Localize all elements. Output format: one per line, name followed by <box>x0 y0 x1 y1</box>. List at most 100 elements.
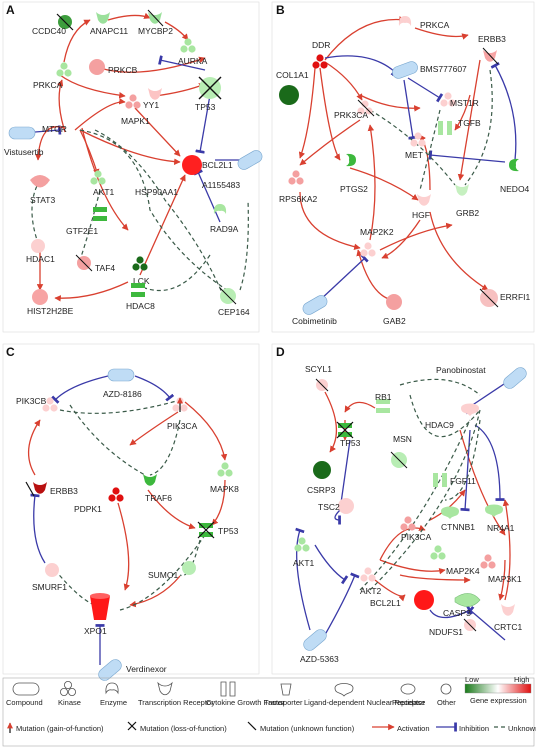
label-col1a1: COL1A1 <box>276 70 309 80</box>
node-prkca-b <box>398 16 412 26</box>
label-grb2: GRB2 <box>456 208 479 218</box>
label-pik3cb: PIK3CB <box>16 396 47 406</box>
legend-inhibition: Inhibition <box>459 724 489 733</box>
legend-compound-icon <box>12 682 40 696</box>
legend-ligand-icon <box>334 683 354 697</box>
label-akt2: AKT2 <box>360 586 382 596</box>
label-msn: MSN <box>393 434 412 444</box>
node-smurf1 <box>45 563 59 577</box>
legend-activation: Activation <box>397 724 430 733</box>
label-traf6: TRAF6 <box>145 493 172 503</box>
label-azd5363: AZD-5363 <box>300 654 339 664</box>
node-map3k1 <box>480 554 496 569</box>
legend-loss-icon <box>127 721 137 731</box>
label-hgf: HGF <box>412 210 430 220</box>
label-erbb3-b: ERBB3 <box>478 34 506 44</box>
label-pik3ca-c: PIK3CA <box>167 421 198 431</box>
label-akt1: AKT1 <box>93 187 115 197</box>
label-azd8186: AZD-8186 <box>103 389 142 399</box>
panel-b-nodes: PRKCA ERBB3 DDR COL1A1 BMS777607 PRK3CA … <box>276 16 531 326</box>
label-mst1r: MST1R <box>450 98 479 108</box>
label-nedo4: NEDO4 <box>500 184 530 194</box>
node-stat3 <box>30 175 50 188</box>
node-cobimetinib <box>300 292 330 318</box>
label-cobimetinib: Cobimetinib <box>292 316 337 326</box>
legend-enzyme: Enzyme <box>100 698 127 707</box>
label-tgfb: TGFB <box>458 118 481 128</box>
legend-transporter-icon <box>280 683 292 696</box>
panel-b-label: B <box>276 3 285 17</box>
legend-kinase-icon <box>59 680 77 697</box>
label-anapc11: ANAPC11 <box>90 26 128 36</box>
node-hgf <box>417 194 431 206</box>
node-bms777607 <box>390 59 420 81</box>
node-prkca <box>56 62 72 77</box>
label-bcl2l1-d: BCL2L1 <box>370 598 401 608</box>
node-map2k4 <box>430 545 446 560</box>
legend-unknown-fn-icon <box>247 721 257 731</box>
node-hist2h2be <box>32 289 48 305</box>
node-pdpk1 <box>108 487 124 502</box>
panel-b-edges <box>298 16 517 301</box>
label-hdac1: HDAC1 <box>26 254 55 264</box>
label-ptgs2: PTGS2 <box>340 184 368 194</box>
node-mapk1 <box>125 94 141 109</box>
legend: Compound Kinase Enzyme Transcription Rec… <box>2 675 536 747</box>
label-cep164: CEP164 <box>218 307 250 317</box>
label-tp53-c: TP53 <box>218 526 239 536</box>
panel-d-label: D <box>276 345 285 359</box>
legend-high: High <box>514 675 529 684</box>
legend-loss: Mutation (loss-of-function) <box>140 724 227 733</box>
label-map2k2: MAP2K2 <box>360 227 394 237</box>
node-azd5363 <box>300 626 330 654</box>
panel-c-edges <box>28 375 228 665</box>
label-csrp3: CSRP3 <box>307 485 336 495</box>
panel-a-label: A <box>6 3 15 17</box>
node-nedo4 <box>509 158 519 172</box>
mutation-loss-ccdc40 <box>56 13 74 31</box>
label-crtc1: CRTC1 <box>494 622 522 632</box>
label-mapk1: MAPK1 <box>121 116 150 126</box>
node-prkcb <box>89 59 105 75</box>
label-aurka: AURKA <box>178 56 208 66</box>
label-tp53: TP53 <box>195 102 216 112</box>
label-bms777607: BMS777607 <box>420 64 467 74</box>
label-yy1: YY1 <box>143 100 159 110</box>
label-erbb3-c: ERBB3 <box>50 486 78 496</box>
node-casp3 <box>454 593 481 607</box>
panel-c-label: C <box>6 345 15 359</box>
legend-transcription: Transcription Receptor <box>138 698 214 707</box>
label-panobinostat: Panobinostat <box>436 365 486 375</box>
label-rb1: RB1 <box>375 392 392 402</box>
label-casp3: CASP3 <box>443 608 471 618</box>
label-taf4: TAF4 <box>95 263 115 273</box>
node-tsc2 <box>338 498 354 514</box>
node-akt2 <box>360 567 376 582</box>
label-mapk8: MAPK8 <box>210 484 239 494</box>
label-ndufs1: NDUFS1 <box>429 627 463 637</box>
label-hist2h2be: HIST2H2BE <box>27 306 74 316</box>
label-nr4a1: NR4A1 <box>487 523 515 533</box>
label-met: MET <box>405 150 423 160</box>
node-bcl2l1-d <box>414 590 434 610</box>
node-map2k2 <box>360 242 376 257</box>
node-a1155483 <box>235 147 265 173</box>
legend-ligand: Ligand-dependent Nuclear Receptor <box>304 698 425 707</box>
label-hdac8: HDAC8 <box>126 301 155 311</box>
legend-cytokine: Cytokine Growth Factor <box>206 698 285 707</box>
label-a1155483: A1155483 <box>202 180 240 190</box>
node-azd8186 <box>107 368 135 382</box>
node-erbb3-c <box>33 482 47 494</box>
node-gab2 <box>386 294 402 310</box>
label-mycbp2: MYCBP2 <box>138 26 173 36</box>
label-sumo1: SUMO1 <box>148 570 179 580</box>
node-mapk8 <box>217 462 233 477</box>
label-scyl1: SCYL1 <box>305 364 332 374</box>
node-ptgs2 <box>346 153 356 167</box>
label-map2k4: MAP2K4 <box>446 566 480 576</box>
label-akt1-d: AKT1 <box>293 558 315 568</box>
node-crtc1 <box>501 604 515 616</box>
legend-other: Other <box>437 698 456 707</box>
label-prk3ca: PRK3CA <box>334 110 368 120</box>
